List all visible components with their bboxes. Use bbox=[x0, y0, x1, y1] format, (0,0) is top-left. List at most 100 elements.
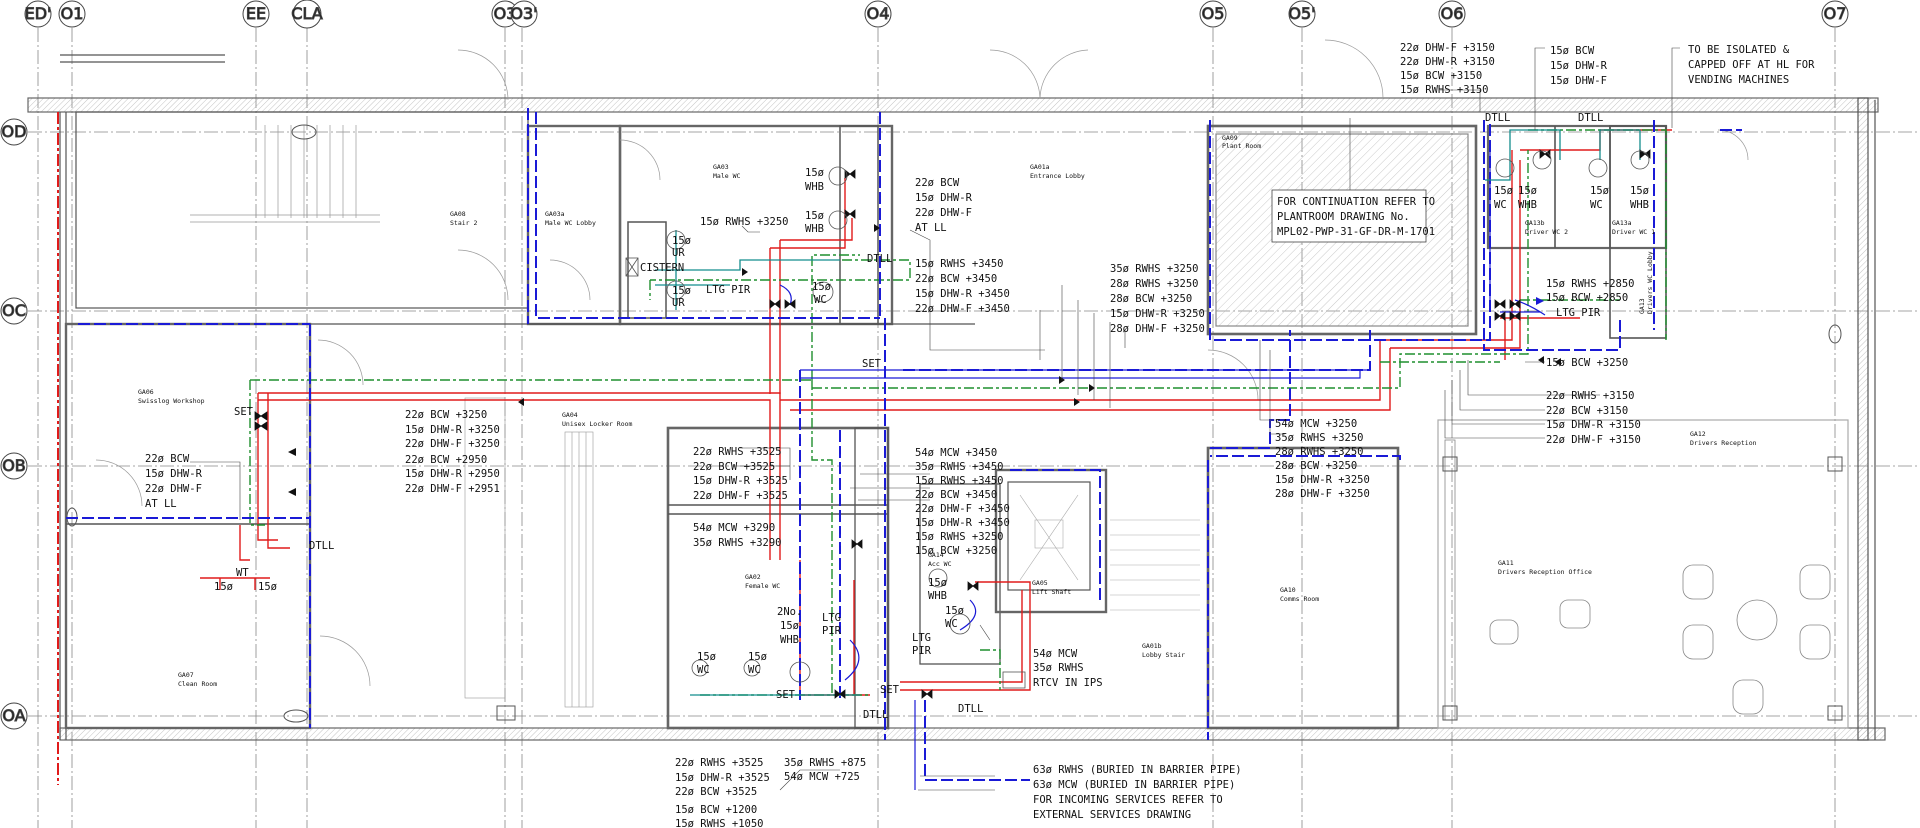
svg-text:CAPPED OFF AT HL FOR: CAPPED OFF AT HL FOR bbox=[1688, 59, 1815, 71]
label-right-3150: 22ø RWHS +3150 22ø BCW +3150 15ø DHW-R +… bbox=[1546, 390, 1641, 446]
svg-text:O5: O5 bbox=[1202, 4, 1225, 23]
grid-bubble-col-4: CLA bbox=[291, 0, 323, 29]
svg-text:Entrance Lobby: Entrance Lobby bbox=[1030, 172, 1085, 180]
svg-text:SET: SET bbox=[776, 689, 796, 701]
svg-text:15ø: 15ø bbox=[812, 281, 832, 293]
svg-text:Drivers Reception Office: Drivers Reception Office bbox=[1498, 568, 1592, 576]
svg-text:GA14: GA14 bbox=[928, 551, 944, 559]
svg-text:54ø MCW: 54ø MCW bbox=[1033, 648, 1078, 660]
svg-text:Plant Room: Plant Room bbox=[1222, 142, 1261, 150]
label-workshop-drops: 22ø BCW 15ø DHW-R 22ø DHW-F AT LL bbox=[145, 453, 203, 510]
svg-text:Comms Room: Comms Room bbox=[1280, 595, 1319, 603]
svg-text:Drivers Reception: Drivers Reception bbox=[1690, 439, 1757, 447]
svg-text:WHB: WHB bbox=[805, 223, 824, 235]
svg-text:SET: SET bbox=[234, 406, 254, 418]
svg-text:Drivers WC Lobby: Drivers WC Lobby bbox=[1646, 251, 1654, 314]
incoming-services-note: 63ø RWHS (BURIED IN BARRIER PIPE) 63ø MC… bbox=[1033, 764, 1242, 821]
svg-text:DTLL: DTLL bbox=[958, 703, 983, 715]
label-rwhs-3250-male: 15ø RWHS +3250 bbox=[700, 216, 789, 228]
label-driver-drops: 15ø BCW 15ø DHW-R 15ø DHW-F bbox=[1550, 45, 1608, 87]
svg-text:WHB: WHB bbox=[780, 634, 799, 646]
svg-text:35ø RWHS: 35ø RWHS bbox=[1033, 662, 1084, 674]
svg-text:OA: OA bbox=[2, 706, 25, 725]
svg-text:15ø: 15ø bbox=[748, 651, 768, 663]
svg-text:22ø BCW +3250: 22ø BCW +3250 bbox=[405, 409, 487, 421]
svg-text:28ø RWHS +3250: 28ø RWHS +3250 bbox=[1110, 278, 1199, 290]
svg-text:22ø DHW-F +2951: 22ø DHW-F +2951 bbox=[405, 483, 500, 495]
label-bottom-3525: 22ø RWHS +3525 15ø DHW-R +3525 22ø BCW +… bbox=[675, 757, 770, 798]
label-lift-3450: 54ø MCW +3450 35ø RWHS +3450 15ø RWHS +3… bbox=[915, 447, 1010, 557]
svg-text:22ø DHW-F: 22ø DHW-F bbox=[145, 483, 202, 495]
svg-text:Male WC Lobby: Male WC Lobby bbox=[545, 219, 596, 227]
svg-text:DTLL: DTLL bbox=[1578, 112, 1603, 124]
svg-text:Female WC: Female WC bbox=[745, 582, 780, 590]
svg-text:15ø BCW +2850: 15ø BCW +2850 bbox=[1546, 292, 1628, 304]
svg-text:GA01b: GA01b bbox=[1142, 642, 1162, 650]
svg-text:35ø RWHS +3290: 35ø RWHS +3290 bbox=[693, 537, 782, 549]
svg-text:Lift Shaft: Lift Shaft bbox=[1032, 588, 1071, 596]
svg-text:ED': ED' bbox=[25, 4, 52, 23]
svg-text:15ø DHW-R: 15ø DHW-R bbox=[915, 192, 973, 204]
svg-text:GA10: GA10 bbox=[1280, 586, 1296, 594]
svg-text:15ø: 15ø bbox=[697, 651, 717, 663]
svg-text:WHB: WHB bbox=[1630, 199, 1649, 211]
grid-bubble-row-1: OD bbox=[0, 118, 28, 146]
svg-text:Unisex Locker Room: Unisex Locker Room bbox=[562, 420, 633, 428]
svg-text:GA13: GA13 bbox=[1638, 298, 1646, 314]
svg-text:15ø: 15ø bbox=[1590, 185, 1610, 197]
svg-text:15ø DHW-R +3250: 15ø DHW-R +3250 bbox=[405, 424, 500, 436]
grid-bubble-col-7: O4 bbox=[864, 0, 892, 28]
label-comms-3250: 54ø MCW +3250 35ø RWHS +3250 28ø RWHS +3… bbox=[1275, 418, 1370, 500]
svg-text:Acc WC: Acc WC bbox=[928, 560, 952, 568]
svg-text:63ø MCW (BURIED IN BARRIER PIP: 63ø MCW (BURIED IN BARRIER PIPE) bbox=[1033, 779, 1235, 791]
svg-text:DTLL: DTLL bbox=[309, 540, 334, 552]
grid-bubble-row-3: OB bbox=[0, 452, 28, 480]
svg-text:O6: O6 bbox=[1441, 4, 1464, 23]
svg-text:35ø RWHS +3250: 35ø RWHS +3250 bbox=[1275, 432, 1364, 444]
svg-text:15ø DHW-F: 15ø DHW-F bbox=[1550, 75, 1607, 87]
svg-text:UR: UR bbox=[672, 247, 685, 259]
svg-text:15ø RWHS +3250: 15ø RWHS +3250 bbox=[915, 531, 1004, 543]
svg-text:O1: O1 bbox=[61, 4, 84, 23]
svg-text:GA13b: GA13b bbox=[1525, 219, 1545, 227]
svg-text:35ø RWHS +3450: 35ø RWHS +3450 bbox=[915, 461, 1004, 473]
svg-text:54ø MCW +3450: 54ø MCW +3450 bbox=[915, 447, 997, 459]
svg-text:EXTERNAL SERVICES DRAWING: EXTERNAL SERVICES DRAWING bbox=[1033, 809, 1191, 821]
grid-bubble-col-3: EE bbox=[242, 0, 270, 28]
svg-text:WHB: WHB bbox=[805, 181, 824, 193]
svg-text:OD: OD bbox=[2, 122, 27, 141]
svg-text:EE: EE bbox=[246, 4, 266, 23]
grid-bubble-col-6: O3' bbox=[510, 0, 538, 28]
svg-text:GA04: GA04 bbox=[562, 411, 578, 419]
svg-text:FOR INCOMING SERVICES REFER TO: FOR INCOMING SERVICES REFER TO bbox=[1033, 794, 1223, 806]
svg-text:35ø RWHS +875: 35ø RWHS +875 bbox=[784, 757, 866, 769]
svg-text:AT LL: AT LL bbox=[915, 222, 947, 234]
svg-text:GA02: GA02 bbox=[745, 573, 761, 581]
svg-text:O3': O3' bbox=[510, 4, 537, 23]
svg-text:GA13a: GA13a bbox=[1612, 219, 1632, 227]
svg-text:O3: O3 bbox=[494, 4, 517, 23]
svg-text:15ø BCW +3150: 15ø BCW +3150 bbox=[1400, 70, 1482, 82]
svg-text:15ø: 15ø bbox=[780, 620, 800, 632]
svg-text:PIR: PIR bbox=[822, 625, 842, 637]
svg-text:22ø BCW +3450: 22ø BCW +3450 bbox=[915, 489, 997, 501]
svg-text:UR: UR bbox=[672, 297, 685, 309]
svg-text:15ø DHW-R +3150: 15ø DHW-R +3150 bbox=[1546, 419, 1641, 431]
svg-text:Driver WC 1: Driver WC 1 bbox=[1612, 228, 1655, 236]
svg-text:22ø BCW +3150: 22ø BCW +3150 bbox=[1546, 405, 1628, 417]
svg-text:WC: WC bbox=[1590, 199, 1603, 211]
svg-text:15ø DHW-R: 15ø DHW-R bbox=[1550, 60, 1608, 72]
svg-text:RTCV IN IPS: RTCV IN IPS bbox=[1033, 677, 1103, 689]
svg-text:SET: SET bbox=[880, 684, 900, 696]
svg-text:Swisslog Workshop: Swisslog Workshop bbox=[138, 397, 205, 405]
svg-text:15ø BCW: 15ø BCW bbox=[1550, 45, 1595, 57]
svg-text:54ø MCW +3290: 54ø MCW +3290 bbox=[693, 522, 775, 534]
